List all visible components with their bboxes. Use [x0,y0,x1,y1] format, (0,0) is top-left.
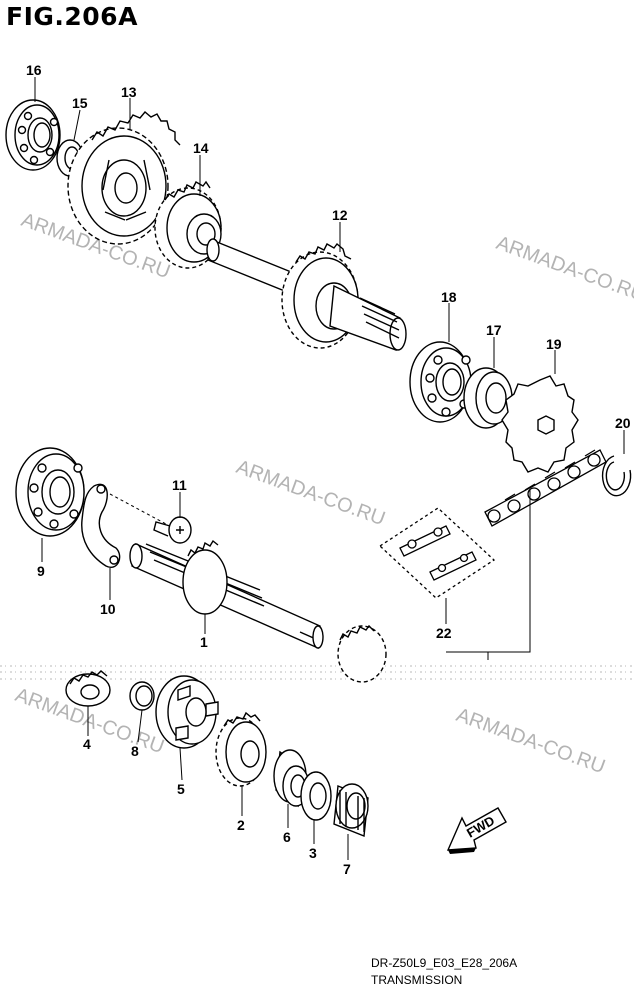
callout-13: 13 [121,84,137,100]
callout-9: 9 [37,563,45,579]
part-1-mainshaft [129,539,387,683]
fwd-arrow: FWD [446,807,507,854]
part-6-bushing [273,749,310,808]
callout-15: 15 [72,95,88,111]
part-9-bearing [15,447,85,537]
callout-5: 5 [177,781,185,797]
part-12-countershaft [206,238,407,351]
callout-14: 14 [193,140,209,156]
callout-7: 7 [343,861,351,877]
part-2-gear [215,711,267,787]
callout-3: 3 [309,845,317,861]
figure-subtitle: TRANSMISSION [371,973,463,987]
part-5-gear [155,675,219,749]
watermark-5: ARMADA-CO.RU [453,704,608,778]
part-22-master-link [378,507,496,599]
part-19-sprocket [501,375,579,473]
callout-8: 8 [131,743,139,759]
part-3-washer [300,771,332,821]
callout-10: 10 [100,601,116,617]
figure-code: DR-Z50L9_E03_E28_206A [371,956,518,970]
figure-footer: DR-Z50L9_E03_E28_206A TRANSMISSION [371,955,517,989]
part-10-retainer [81,483,121,568]
part-17-spacer [463,367,513,429]
leader-lines [34,77,625,860]
figure-title: FIG.206A [6,2,138,31]
watermark-3: ARMADA-CO.RU [233,456,388,530]
part-16-bearing [5,99,61,171]
part-7-needle-bearing [333,783,369,837]
callout-12: 12 [332,207,348,223]
part-18-bearing [409,341,472,423]
callout-17: 17 [486,322,502,338]
callouts: 16 15 13 14 12 18 17 19 20 11 9 10 1 22 … [26,62,631,877]
callout-2: 2 [237,817,245,833]
part-13-gear [67,111,181,245]
callout-1: 1 [200,634,208,650]
watermark-2: ARMADA-CO.RU [493,232,634,306]
part-4-gear [65,670,111,707]
part-20-circlip [601,455,632,497]
callout-18: 18 [441,289,457,305]
part-22-chain [484,449,607,527]
callout-20: 20 [615,415,631,431]
part-11-leader [109,493,167,525]
callout-16: 16 [26,62,42,78]
scan-noise-band [0,665,634,680]
callout-22: 22 [436,625,452,641]
callout-6: 6 [283,829,291,845]
callout-4: 4 [83,736,91,752]
callout-19: 19 [546,336,562,352]
part-8-circlip [129,681,155,711]
callout-11: 11 [172,477,187,493]
